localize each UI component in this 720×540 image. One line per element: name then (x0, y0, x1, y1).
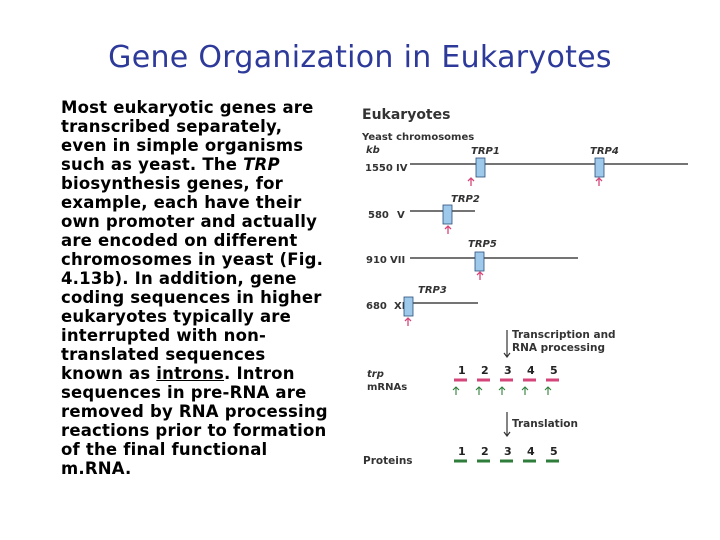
mrna-row: 1 2 3 4 5 (452, 364, 559, 395)
chromosome-iv: 1550 IV TRP1 TRP4 (365, 146, 688, 186)
mrna-number: 1 (458, 364, 466, 377)
mrna-number: 2 (481, 364, 489, 377)
chromosome-name: XI (394, 301, 405, 312)
chromosome-vii: 910 VII TRP5 (366, 239, 578, 280)
kb-label: kb (366, 145, 380, 156)
gene-box-trp3 (403, 296, 414, 317)
down-arrow-icon (503, 412, 511, 437)
gene-label-trp4: TRP4 (590, 146, 619, 157)
chromosome-xi: 680 XI TRP3 (366, 285, 478, 326)
figure-heading: Eukaryotes (362, 107, 450, 123)
body-text-part-3: . Intron sequences in pre-RNA are remove… (61, 364, 328, 478)
body-trp-italic: TRP (243, 155, 280, 174)
promoter-arrow-icon (444, 225, 452, 234)
body-paragraph: Most eukaryotic genes are transcribed se… (61, 98, 333, 478)
chromosome-v: 580 V TRP2 (368, 194, 480, 234)
promoter-arrow-icon (476, 271, 484, 280)
promoter-arrow-icon (595, 177, 603, 186)
gene-label-trp2: TRP2 (451, 194, 480, 205)
gene-box-trp1 (475, 157, 486, 178)
chromosome-name: V (397, 210, 405, 221)
protein-number: 5 (550, 445, 558, 458)
body-text-part-2: biosynthesis genes, for example, each ha… (61, 174, 324, 383)
chromosome-size: 680 (366, 301, 387, 312)
gene-label-trp1: TRP1 (471, 146, 500, 157)
promoter-arrow-icon (404, 317, 412, 326)
mrna-label-trp: trp (367, 369, 384, 380)
protein-row: 1 2 3 4 5 (454, 445, 559, 463)
mrna-number: 5 (550, 364, 558, 377)
mrna-number: 3 (504, 364, 512, 377)
promoter-arrow-icon (452, 386, 552, 395)
mrna-number: 4 (527, 364, 535, 377)
gene-box-trp5 (474, 251, 485, 272)
slide-title: Gene Organization in Eukaryotes (108, 40, 612, 75)
gene-label-trp5: TRP5 (468, 239, 497, 250)
rna-processing-label: RNA processing (512, 342, 605, 354)
promoter-arrow-icon (467, 177, 475, 186)
chromosome-size: 1550 (365, 163, 393, 174)
down-arrow-icon (503, 330, 511, 358)
figure-subheading: Yeast chromosomes (361, 132, 474, 143)
gene-box-trp4 (594, 157, 605, 178)
chromosome-name: VII (390, 255, 405, 266)
transcription-label: Transcription and (512, 329, 616, 341)
mrna-label: mRNAs (367, 382, 407, 393)
chromosome-name: IV (396, 163, 408, 174)
chromosome-size: 910 (366, 255, 387, 266)
proteins-label: Proteins (363, 455, 413, 467)
gene-label-trp3: TRP3 (418, 285, 447, 296)
protein-number: 1 (458, 445, 466, 458)
protein-number: 2 (481, 445, 489, 458)
gene-box-trp2 (442, 204, 453, 225)
protein-number: 4 (527, 445, 535, 458)
introns-term: introns (156, 364, 225, 383)
protein-number: 3 (504, 445, 512, 458)
body-text-part-1: Most eukaryotic genes are transcribed se… (61, 98, 314, 174)
chromosome-size: 580 (368, 210, 389, 221)
translation-label: Translation (512, 418, 578, 430)
